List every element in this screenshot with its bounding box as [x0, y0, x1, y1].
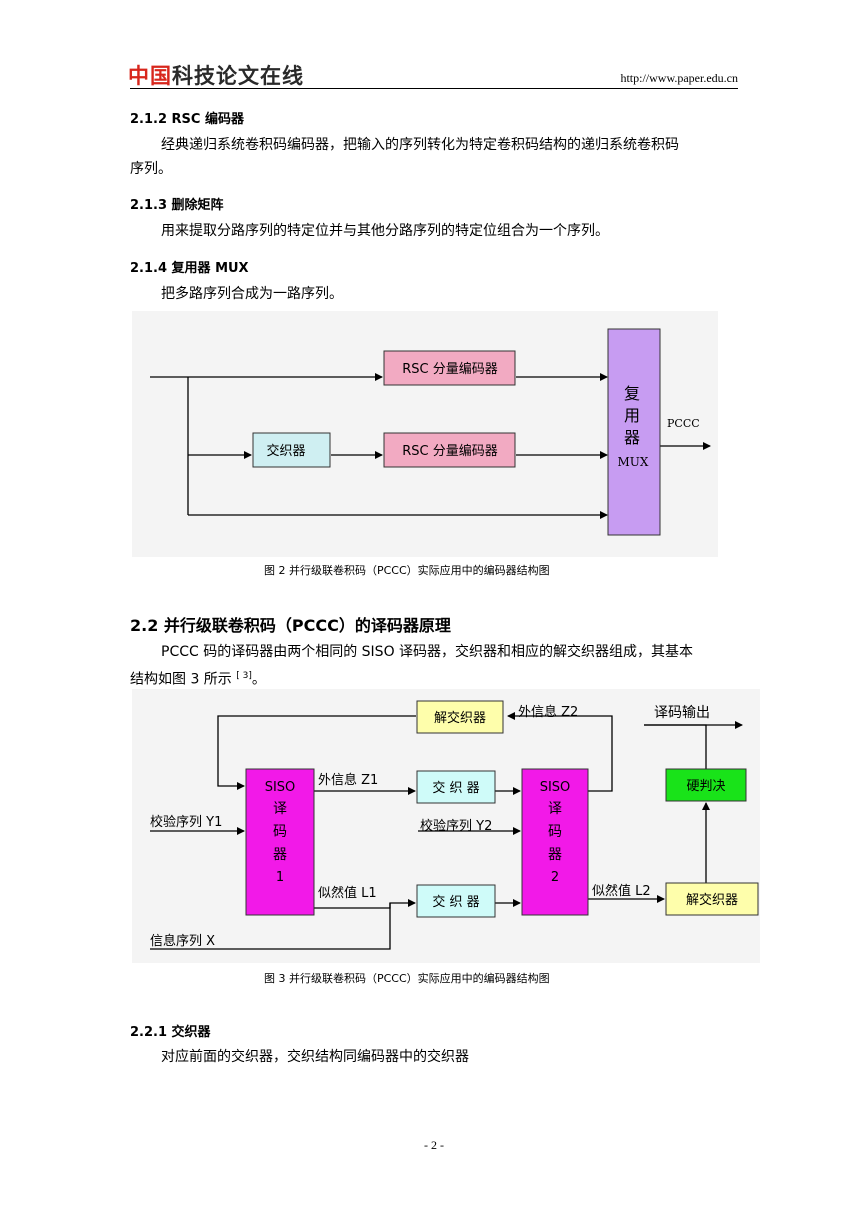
section-2-2-text-line2-body: 结构如图 3 所示 [130, 671, 232, 688]
mux-char-3: 器 [624, 428, 640, 447]
deinterleaver-right-label: 解交织器 [686, 892, 738, 908]
siso1-line-5: 1 [276, 870, 284, 885]
figure-2-caption: 图 2 并行级联卷积码（PCCC）实际应用中的编码器结构图 [264, 564, 550, 577]
section-2-2-1-title: 2.2.1 交织器 [130, 1025, 211, 1040]
section-2-1-3-title: 2.1.3 删除矩阵 [130, 198, 224, 213]
check-y1-label: 校验序列 Y1 [150, 814, 222, 830]
siso-decoder-1-box [245, 768, 315, 916]
hard-decision-label: 硬判决 [686, 779, 725, 794]
siso-decoder-2-box [521, 768, 589, 916]
section-2-1-2-text-line1: 经典递归系统卷积码编码器，把输入的序列转化为特定卷积码结构的递归系统卷积码 [161, 137, 679, 153]
section-2-1-3-text: 用来提取分路序列的特定位并与其他分路序列的特定位组合为一个序列。 [161, 223, 609, 239]
siso1-line-4: 器 [273, 847, 287, 863]
feedback-to-siso1-line [217, 715, 416, 790]
interleaver-top-box [416, 770, 496, 804]
likelihood-l1-label: 似然值 L1 [318, 885, 377, 901]
page-number: - 2 - [424, 1138, 444, 1152]
interleaver-top-label: 交 织 器 [432, 780, 479, 796]
figure-2-encoder-diagram: RSC 分量编码器 RSC 分量编码器 交织器 复 用 器 MUX PCCC [132, 311, 718, 557]
figure-3-caption: 图 3 并行级联卷积码（PCCC）实际应用中的编码器结构图 [264, 972, 550, 985]
extrinsic-z2-label: 外信息 Z2 [518, 704, 578, 720]
section-2-1-4-text: 把多路序列合成为一路序列。 [161, 286, 343, 302]
header-rule [130, 88, 738, 89]
siso2-line-2: 译 [548, 801, 562, 817]
siso1-line-2: 译 [273, 801, 287, 817]
interleaver-box [252, 432, 331, 468]
mux-char-2: 用 [624, 406, 640, 425]
section-2-1-4-title: 2.1.4 复用器 MUX [130, 261, 249, 276]
interleaver-bottom-box [416, 884, 496, 918]
logo-red-text: 中国 [128, 64, 172, 88]
reference-3[interactable]: [ 3] [236, 671, 252, 681]
extrinsic-z1-label: 外信息 Z1 [318, 772, 378, 788]
rsc-encoder-label-1: RSC 分量编码器 [402, 362, 498, 377]
deinterleaver-top-label: 解交织器 [434, 710, 486, 726]
check-y2-label: 校验序列 Y2 [420, 818, 492, 834]
interleaver-label: 交织器 [266, 443, 305, 459]
info-x-label: 信息序列 X [150, 933, 215, 949]
section-2-1-2-title: 2.1.2 RSC 编码器 [130, 112, 244, 127]
rsc-encoder-box-2 [383, 432, 516, 468]
siso1-line-3: 码 [273, 824, 287, 840]
interleaver-bottom-label: 交 织 器 [432, 894, 479, 910]
siso2-line-4: 器 [548, 847, 562, 863]
section-2-2-text-line2-end: 。 [251, 671, 266, 688]
rsc-encoder-box-1 [383, 350, 516, 386]
mux-label: MUX [618, 455, 649, 469]
mux-char-1: 复 [624, 384, 640, 403]
rsc-encoder-label-2: RSC 分量编码器 [402, 444, 498, 459]
figure-3-decoder-diagram: 解交织器 外信息 Z2 译码输出 SISO 译 码 器 1 SISO 译 码 器… [132, 689, 760, 963]
info-x-input-line [150, 903, 391, 950]
section-2-2-1-text: 对应前面的交织器，交织结构同编码器中的交织器 [161, 1049, 469, 1065]
mux-box [607, 328, 661, 536]
likelihood-l2-label: 似然值 L2 [592, 883, 651, 899]
decode-output-label: 译码输出 [654, 705, 710, 721]
siso2-to-deinterleaver-line [507, 712, 613, 792]
siso2-line-1: SISO [540, 780, 571, 795]
site-logo: 中国科技论文在线 [128, 60, 304, 90]
pccc-output-label: PCCC [667, 417, 700, 430]
siso1-line-1: SISO [265, 780, 296, 795]
section-2-1-2-text-line2: 序列。 [130, 161, 172, 177]
siso2-line-3: 码 [548, 824, 562, 840]
deinterleaver-top-box [416, 700, 504, 734]
hard-decision-box [665, 768, 747, 802]
logo-text: 科技论文在线 [172, 64, 304, 88]
section-2-2-text-line1: PCCC 码的译码器由两个相同的 SISO 译码器，交织器和相应的解交织器组成，… [161, 644, 694, 660]
section-2-2-title: 2.2 并行级联卷积码（PCCC）的译码器原理 [130, 616, 451, 635]
section-2-2-text-line2: 结构如图 3 所示 [ 3]。 [130, 664, 266, 692]
deinterleaver-right-box [665, 882, 759, 916]
siso2-line-5: 2 [551, 870, 559, 885]
header-url[interactable]: http://www.paper.edu.cn [620, 71, 738, 85]
